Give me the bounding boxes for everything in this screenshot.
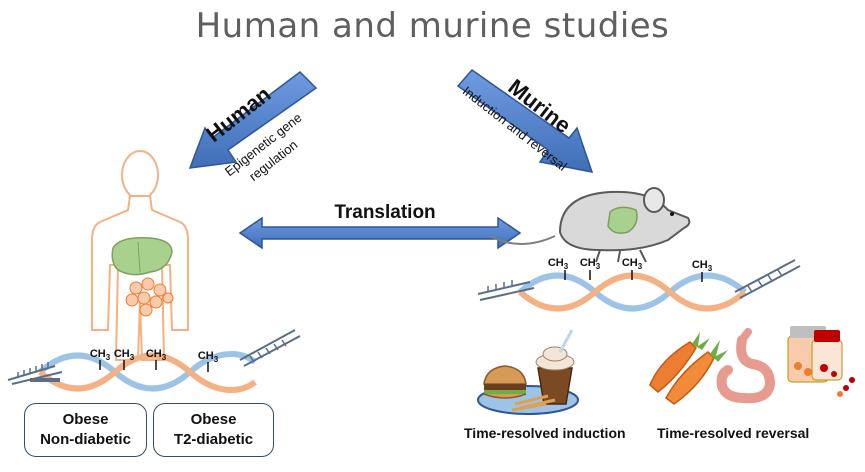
murine-dna-icon	[477, 259, 801, 312]
murine-ch3-3: CH3	[622, 257, 643, 271]
human-liver-icon	[111, 236, 173, 276]
group-label-line1: Obese	[190, 411, 237, 428]
mouse-icon	[489, 187, 691, 263]
murine-arrow	[456, 68, 594, 173]
page-title: Human and murine studies	[195, 6, 670, 46]
group-label-line2: T2-diabetic	[173, 431, 254, 448]
murine-ch3-4: CH3	[692, 259, 713, 273]
human-ch3-1: CH3	[90, 348, 111, 362]
human-dna-icon	[7, 329, 301, 394]
human-arrow	[188, 71, 318, 169]
human-ch3-4: CH3	[198, 350, 219, 364]
caption-induction: Time-resolved induction	[464, 425, 626, 441]
group-box-non-diabetic: Obese Non-diabetic	[24, 403, 147, 457]
carrots-icon	[649, 332, 728, 405]
human-body-icon	[91, 150, 189, 361]
group-box-t2-diabetic: Obese T2-diabetic	[153, 403, 274, 457]
human-ch3-3: CH3	[146, 348, 167, 362]
murine-ch3-2: CH3	[580, 257, 601, 271]
murine-ch3-1: CH3	[548, 257, 569, 271]
translation-label: Translation	[334, 202, 435, 223]
caption-reversal: Time-resolved reversal	[657, 425, 810, 441]
pill-bottles-icon	[787, 326, 855, 397]
stomach-icon	[716, 328, 776, 404]
fat-cells-icon	[125, 277, 174, 317]
group-label-line2: Non-diabetic	[40, 431, 131, 448]
human-ch3-2: CH3	[114, 348, 135, 362]
translation-arrow	[238, 216, 522, 250]
group-label-line1: Obese	[62, 411, 109, 428]
fast-food-icon	[477, 329, 579, 415]
